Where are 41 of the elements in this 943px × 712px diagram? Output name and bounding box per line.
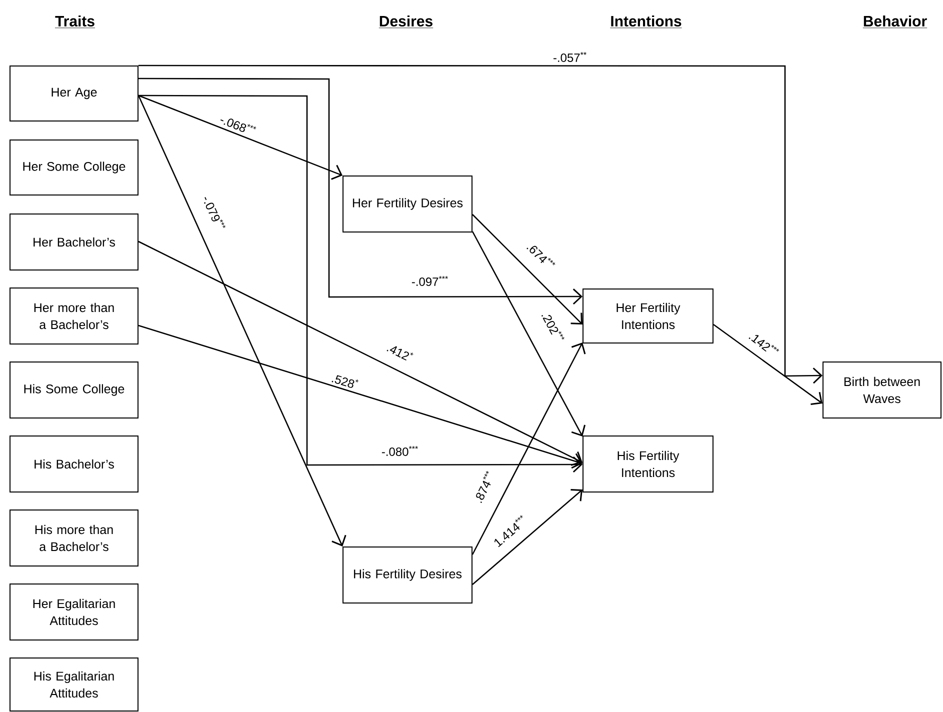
variable-box: His Some College: [10, 362, 138, 418]
column-heading: Traits: [54, 16, 96, 28]
edge-label: -.057$^{**}$: [552, 51, 588, 63]
edge-label: .874$^{***}$: [470, 468, 498, 506]
arrow: [472, 231, 586, 436]
column-heading: Desires: [378, 16, 434, 28]
arrow: [138, 94, 342, 180]
column-heading: Intentions: [610, 16, 682, 28]
arrow: [138, 78, 582, 305]
edge-label: .674$^{***}$: [524, 239, 558, 273]
variable-box: Her more than a Bachelor’s: [10, 288, 138, 344]
variable-box: His Fertility Intentions: [582, 436, 714, 492]
arrow: [713, 324, 822, 405]
arrow: [138, 94, 582, 473]
variable-box: Her Bachelor’s: [10, 214, 138, 270]
arrow: [138, 240, 582, 466]
edge-label: -.079$^{***}$: [200, 192, 228, 234]
variable-box: Birth between Waves: [822, 362, 942, 418]
edge-label: -.068$^{***}$: [218, 112, 258, 138]
arrow: [138, 95, 346, 546]
variable-box: Her Age: [10, 66, 138, 122]
variable-box: His Fertility Desires: [342, 546, 472, 604]
column-heading: Behavior: [862, 16, 928, 28]
variable-box: His Egalitarian Attitudes: [10, 658, 138, 712]
arrow: [472, 214, 582, 324]
variable-box: His Bachelor’s: [10, 436, 138, 492]
arrow: [472, 489, 582, 585]
variable-box: Her Fertility Desires: [342, 176, 472, 232]
edge-label: .412$^{*}$: [384, 340, 416, 364]
edge-label: -.097$^{***}$: [410, 275, 450, 287]
arrow: [138, 64, 822, 384]
edge-label: .528$^{*}$: [329, 371, 361, 391]
edge-label: .142$^{***}$: [746, 328, 782, 360]
edge-label: -.080$^{***}$: [380, 445, 420, 457]
variable-box: His more than a Bachelor’s: [10, 510, 138, 566]
edge-label: .202$^{***}$: [539, 308, 567, 346]
variable-box: Her Some College: [10, 140, 138, 196]
variable-box: Her Egalitarian Attitudes: [10, 584, 138, 640]
arrow: [138, 324, 582, 469]
variable-box: Her Fertility Intentions: [582, 288, 714, 344]
arrow: [472, 342, 586, 555]
